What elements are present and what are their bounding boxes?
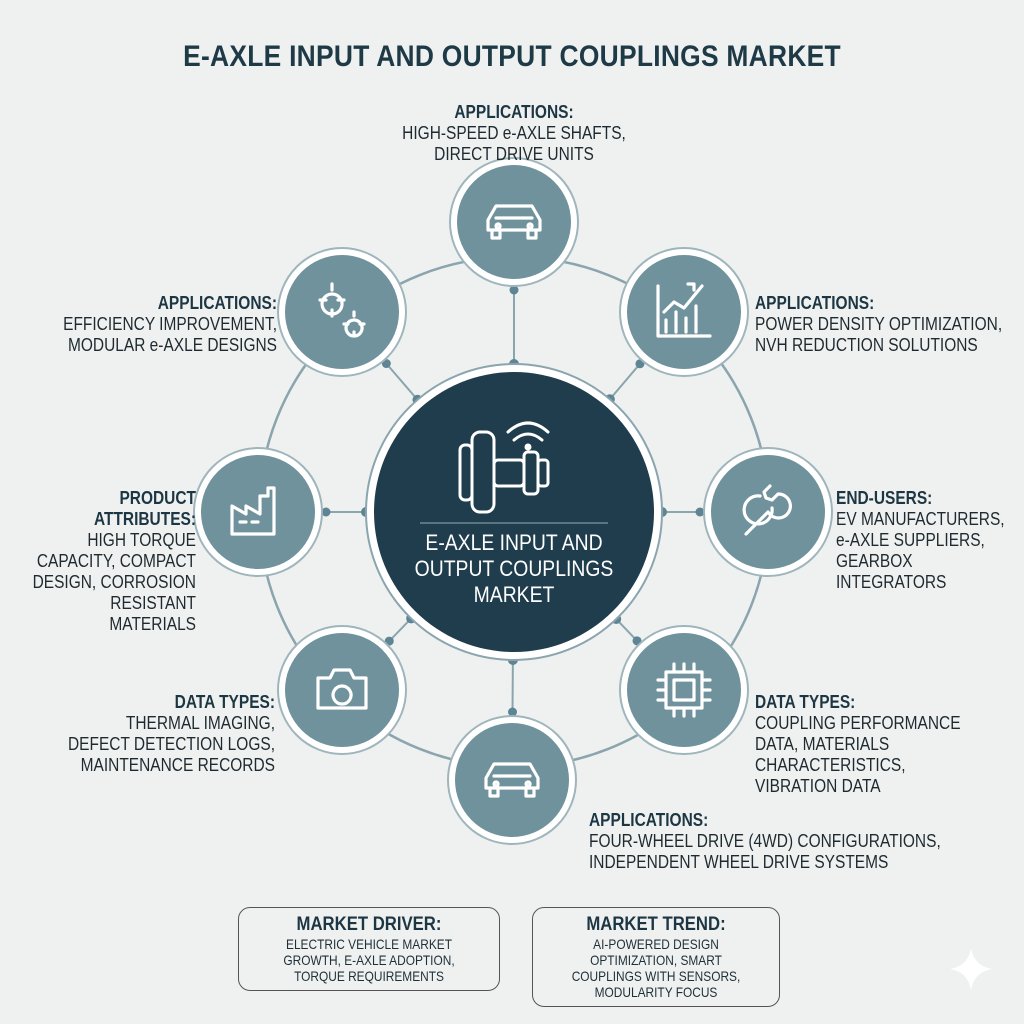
connector-dot xyxy=(695,507,705,517)
node-label-right: END-USERS:EV MANUFACTURERS, e-AXLE SUPPL… xyxy=(836,488,1005,592)
center-circle xyxy=(374,372,654,652)
node-circle xyxy=(457,165,571,279)
node-label-top-right: APPLICATIONS:POWER DENSITY OPTIMIZATION,… xyxy=(755,293,1003,355)
connector-dot xyxy=(508,707,518,717)
node-label-bottom-right: DATA TYPES:COUPLING PERFORMANCE DATA, MA… xyxy=(755,692,961,796)
coupling-wifi-icon xyxy=(458,421,550,514)
connector-dot xyxy=(509,285,519,295)
node-circle xyxy=(285,633,399,747)
wrench-gear-icon xyxy=(742,484,792,536)
market-driver-box: MARKET DRIVER:ELECTRIC VEHICLE MARKET GR… xyxy=(238,907,500,991)
market-trend-box: MARKET TREND:AI-POWERED DESIGN OPTIMIZAT… xyxy=(532,907,780,1007)
car-icon xyxy=(486,204,542,240)
node-label-top-left: APPLICATIONS:EFFICIENCY IMPROVEMENT, MOD… xyxy=(63,293,277,355)
node-label-bottom-left: DATA TYPES:THERMAL IMAGING, DEFECT DETEC… xyxy=(67,692,275,775)
factory-icon xyxy=(230,486,276,536)
node-circle xyxy=(627,255,741,369)
node-circle xyxy=(627,633,741,747)
gears-icon xyxy=(318,282,366,338)
center-label: E-AXLE INPUT AND OUTPUT COUPLINGS MARKET xyxy=(414,530,614,607)
camera-icon xyxy=(316,668,368,710)
node-circle xyxy=(455,723,569,837)
node-label-bottom: APPLICATIONS:FOUR-WHEEL DRIVE (4WD) CONF… xyxy=(589,810,941,872)
node-label-left: PRODUCT ATTRIBUTES:HIGH TORQUE CAPACITY,… xyxy=(32,488,197,634)
node-label-top: APPLICATIONS:HIGH-SPEED e-AXLE SHAFTS, D… xyxy=(402,102,626,164)
connector-dot xyxy=(321,507,331,517)
node-circle xyxy=(285,255,399,369)
chip-icon xyxy=(656,662,712,718)
car-icon xyxy=(484,762,540,798)
page-title: E-AXLE INPUT AND OUTPUT COUPLINGS MARKET xyxy=(183,40,841,73)
sparkle-icon xyxy=(950,948,992,990)
growth-chart-icon xyxy=(656,282,712,338)
